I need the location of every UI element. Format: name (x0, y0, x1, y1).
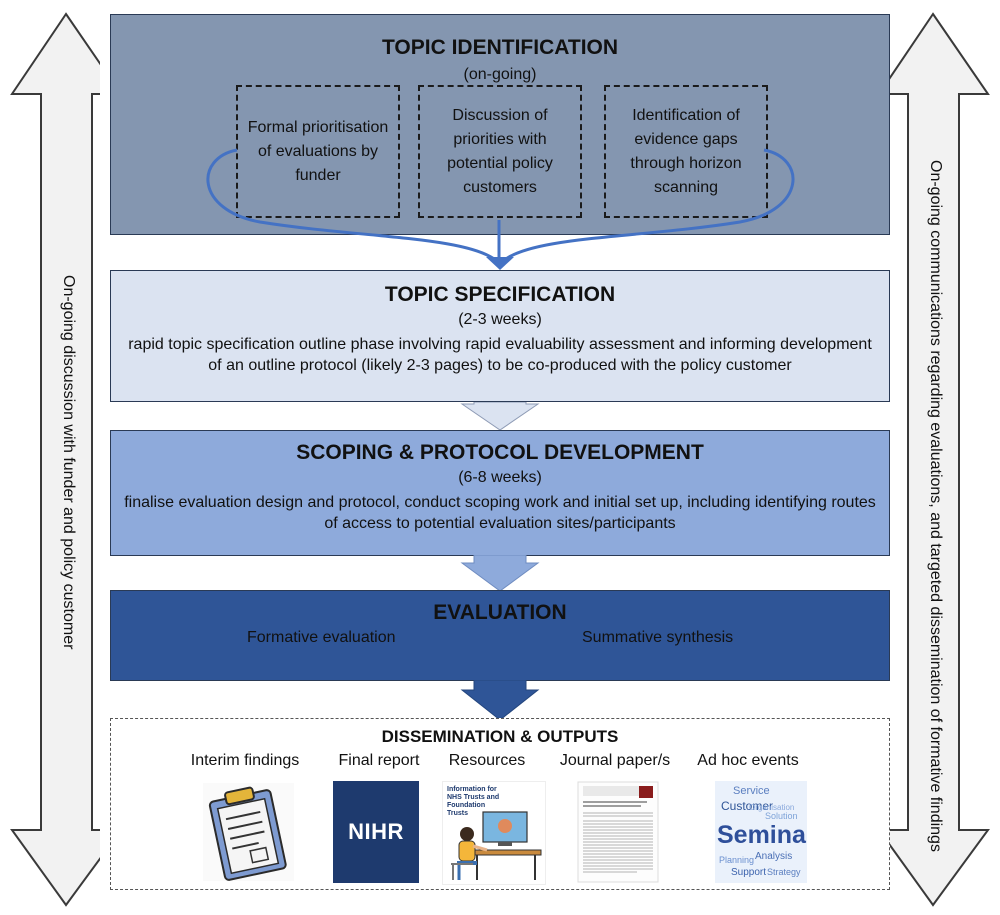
word-cloud-word: Planning (719, 855, 755, 865)
topic-specification-title: TOPIC SPECIFICATION (384, 283, 616, 306)
connector-arrowhead (486, 257, 514, 270)
scoping-description: finalise evaluation design and protocol,… (124, 494, 876, 532)
word-cloud-word: Organisation (749, 803, 795, 812)
arrow-scoping-to-evaluation (460, 555, 540, 592)
formative-evaluation-label: Formative evaluation (247, 629, 396, 646)
seminar-word-cloud: Service Customer Solution Seminar Analys… (715, 781, 807, 883)
topic-specification-duration: (2-3 weeks) (458, 311, 542, 328)
evidence-gaps-box: Identification of evidence gaps through … (604, 85, 768, 218)
scoping-title: SCOPING & PROTOCOL DEVELOPMENT (296, 441, 704, 464)
topic-identification-subtitle: (on-going) (463, 66, 537, 83)
output-final-report: Final report (338, 752, 420, 769)
word-cloud-word: Support (731, 867, 767, 878)
output-resources: Resources (448, 752, 526, 769)
scoping-protocol-stage: SCOPING & PROTOCOL DEVELOPMENT (6-8 week… (110, 430, 890, 556)
policy-priorities-box: Discussion of priorities with potential … (418, 85, 582, 218)
person-at-desk-icon (451, 811, 542, 880)
left-arrow-label: On-going discussion with funder and poli… (60, 275, 77, 650)
resources-illustration: Information for NHS Trusts and Foundatio… (442, 781, 546, 885)
topic-connectors (206, 148, 795, 270)
dissemination-outputs-stage: DISSEMINATION & OUTPUTS Interim findings… (110, 718, 890, 890)
prioritisation-box: Formal prioritisation of evaluations by … (236, 85, 400, 218)
seminar-word: Seminar (717, 821, 807, 849)
nihr-logo: NIHR (333, 781, 419, 883)
output-ad-hoc-events: Ad hoc events (697, 752, 799, 769)
word-cloud-word: Analysis (755, 851, 793, 862)
summative-synthesis-label: Summative synthesis (582, 629, 734, 646)
output-interim-findings: Interim findings (190, 752, 300, 769)
evaluation-stage: EVALUATION Formative evaluation Summativ… (110, 590, 890, 681)
arrow-evaluation-to-dissemination (460, 680, 540, 721)
nihr-logo-text: NIHR (348, 819, 404, 844)
journal-paper-thumbnail (577, 781, 659, 883)
dissemination-title: DISSEMINATION & OUTPUTS (381, 727, 619, 746)
right-double-arrow (878, 12, 990, 907)
connector-left (206, 148, 500, 264)
topic-identification-stage: TOPIC IDENTIFICATION (on-going) Formal p… (110, 14, 890, 235)
topic-identification-title: TOPIC IDENTIFICATION (381, 36, 619, 59)
word-cloud-word: Service (733, 785, 770, 797)
topic-specification-stage: TOPIC SPECIFICATION (2-3 weeks) rapid to… (110, 270, 890, 402)
clipboard-icon (203, 783, 294, 881)
output-journal-papers: Journal paper/s (559, 752, 671, 769)
left-double-arrow (10, 12, 100, 907)
word-cloud-word: Strategy (767, 867, 801, 877)
arrow-spec-to-scoping (460, 402, 540, 431)
resources-caption: Information for NHS Trusts and Foundatio… (447, 786, 500, 817)
scoping-duration: (6-8 weeks) (458, 469, 542, 486)
evaluation-title: EVALUATION (433, 601, 567, 624)
word-cloud-word: Customer (721, 799, 774, 813)
connector-right (500, 148, 795, 264)
word-cloud-word: Solution (765, 811, 798, 821)
topic-specification-description: rapid topic specification outline phase … (128, 336, 872, 374)
